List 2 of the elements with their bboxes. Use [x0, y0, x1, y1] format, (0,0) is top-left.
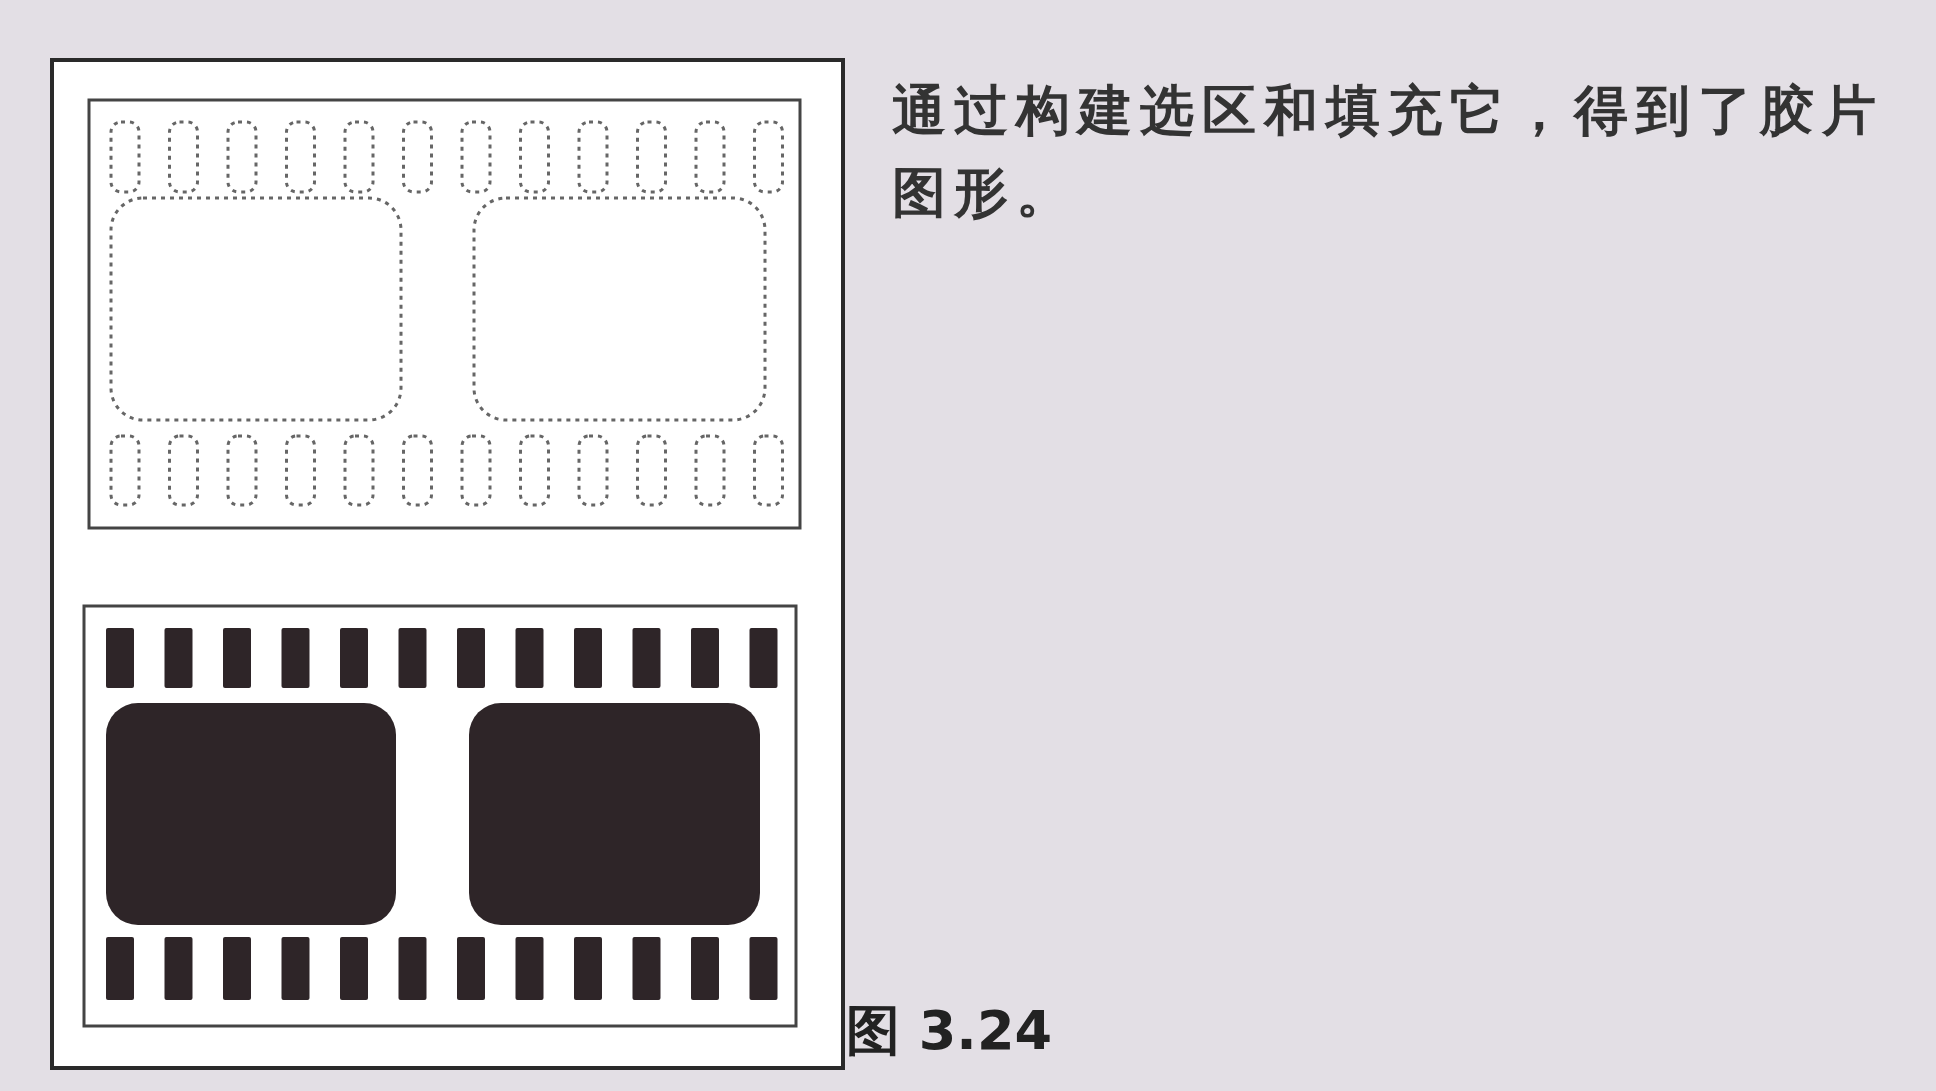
figure-caption: 图 3.24: [846, 998, 1053, 1064]
note-text: 通过构建选区和填充它，得到了胶片图形。: [892, 78, 1885, 226]
